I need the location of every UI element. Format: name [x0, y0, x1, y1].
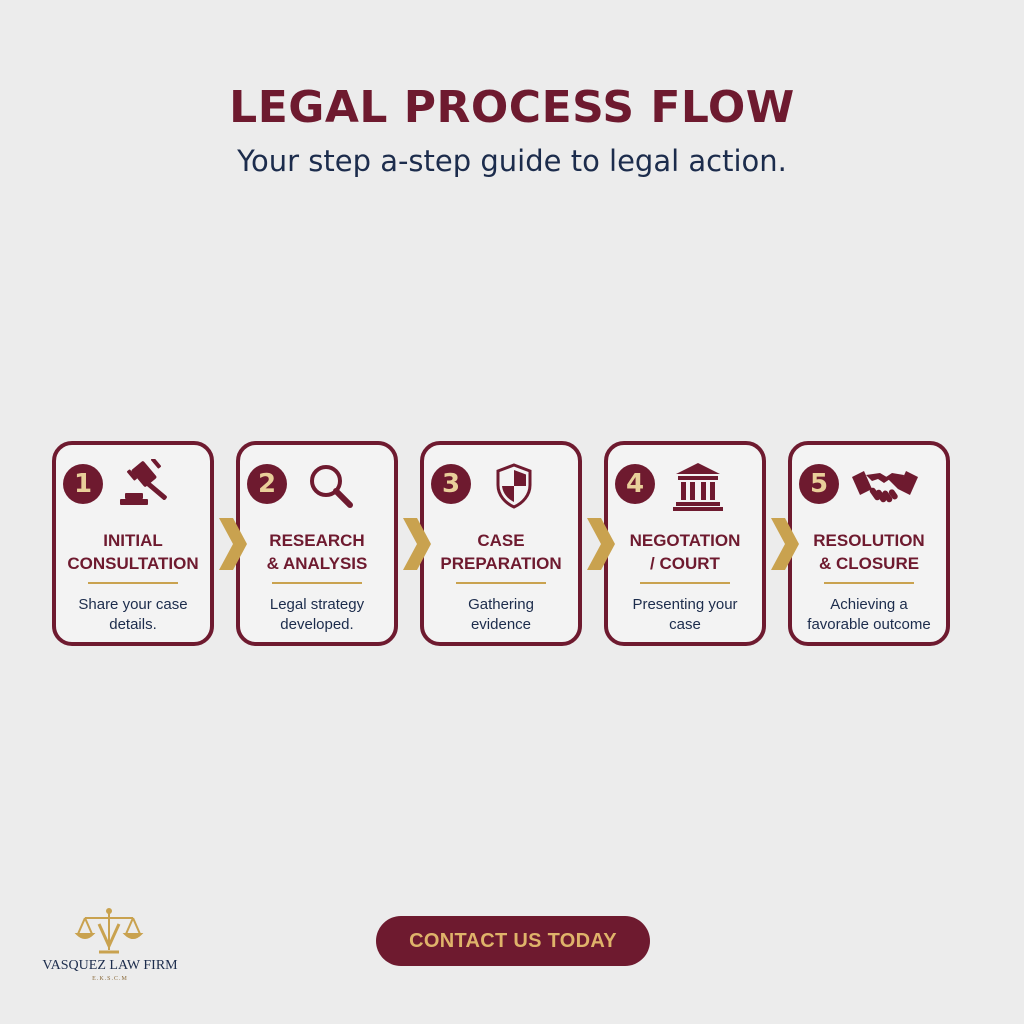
step-card-2: 2 RESEARCH & ANALYSIS Legal strategy dev…: [236, 441, 398, 646]
step-number-badge: 3: [431, 464, 471, 504]
chevron-right-icon: [219, 518, 247, 570]
step-divider: [824, 582, 914, 584]
gavel-icon: [118, 459, 174, 513]
chevron-right-icon: [403, 518, 431, 570]
step-divider: [456, 582, 546, 584]
chevron-right-icon: [587, 518, 615, 570]
step-number-badge: 1: [63, 464, 103, 504]
step-title: CASE PREPARATION: [440, 531, 562, 573]
firm-subtext: E.K.S.C.M: [92, 976, 128, 982]
firm-name: VASQUEZ LAW FIRM: [42, 958, 178, 973]
magnifying-glass-icon: [302, 459, 358, 513]
step-divider: [640, 582, 730, 584]
firm-logo: VASQUEZ LAW FIRM E.K.S.C.M: [40, 906, 180, 986]
step-title: NEGOTATION / COURT: [629, 531, 741, 573]
step-number-badge: 5: [799, 464, 839, 504]
chevron-right-icon: [771, 518, 799, 570]
page-title: LEGAL PROCESS FLOW: [229, 82, 795, 133]
shield-icon: [486, 459, 542, 513]
step-card-1: 1 INITIAL CONSULTATION Share your case d…: [52, 441, 214, 646]
step-description: Achieving a favorable outcome: [807, 596, 931, 633]
contact-us-button[interactable]: CONTACT US TODAY: [376, 916, 650, 966]
step-description: Gathering evidence: [468, 596, 534, 633]
step-divider: [88, 582, 178, 584]
step-card-4: 4 NEGOTATION / COURT Presenting your cas…: [604, 441, 766, 646]
step-description: Presenting your case: [632, 596, 738, 633]
step-title: INITIAL CONSULTATION: [67, 531, 199, 573]
step-number-badge: 4: [615, 464, 655, 504]
page-subtitle: Your step a-step guide to legal action.: [237, 144, 787, 178]
step-description: Share your case details.: [78, 596, 188, 633]
step-title: RESOLUTION & CLOSURE: [813, 531, 925, 573]
step-number-badge: 2: [247, 464, 287, 504]
step-description: Legal strategy developed.: [269, 596, 365, 633]
step-title: RESEARCH & ANALYSIS: [266, 531, 368, 573]
handshake-icon: [850, 459, 920, 513]
step-card-3: 3 CASE PREPARATION Gathering evidence: [420, 441, 582, 646]
courthouse-icon: [670, 459, 726, 513]
scales-of-justice-icon: [74, 908, 144, 954]
step-divider: [272, 582, 362, 584]
step-card-5: 5 RESOLUTION & CLOSURE Achieving a favor…: [788, 441, 950, 646]
